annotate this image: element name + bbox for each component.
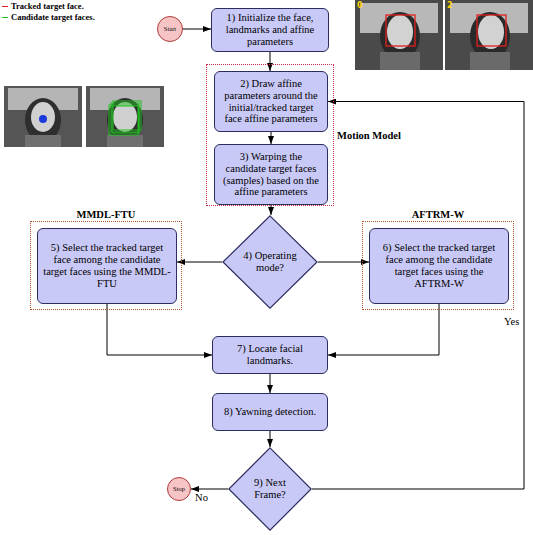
node-text: Stop xyxy=(173,485,185,492)
terminal-circle: Start xyxy=(157,16,183,42)
flow-arrow xyxy=(177,262,222,263)
terminal-circle: Stop xyxy=(167,477,191,501)
legend-row: Candidate target faces. xyxy=(2,12,95,23)
legend-text: Candidate target faces. xyxy=(11,12,95,23)
legend-line-sample xyxy=(2,6,8,8)
decision-diamond: 9) Next Frame? xyxy=(228,447,312,531)
flow-arrow xyxy=(183,29,211,30)
edge-label: No xyxy=(194,492,209,503)
flow-arrow xyxy=(191,489,228,490)
node-text: 3) Warping the candidate target faces (s… xyxy=(219,151,323,198)
edge-label: Yes xyxy=(503,316,520,327)
process-box: 2) Draw affine parameters around the ini… xyxy=(214,71,328,132)
flow-arrow xyxy=(271,205,272,215)
region-label: Motion Model xyxy=(337,130,401,141)
node-text: 7) Locate facial landmarks. xyxy=(217,343,323,367)
legend-line-sample xyxy=(2,17,8,19)
flow-arrow xyxy=(270,374,271,393)
module-region: Motion Model2) Draw affine parameters ar… xyxy=(206,64,334,206)
flow-arrow xyxy=(107,304,212,355)
driver-photo xyxy=(4,86,82,147)
driver-photo xyxy=(355,0,443,70)
flow-arrow xyxy=(328,304,439,355)
node-text: 5) Select the tracked target face among … xyxy=(42,242,172,289)
region-label: AFTRM-W xyxy=(363,209,513,220)
process-box: 3) Warping the candidate target faces (s… xyxy=(214,144,328,205)
frame-number: 0 xyxy=(357,1,363,10)
node-text: 2) Draw affine parameters around the ini… xyxy=(219,78,323,125)
node-text: 8) Yawning detection. xyxy=(224,406,316,418)
legend-row: Tracked target face. xyxy=(2,1,95,12)
module-region: MMDL-FTU5) Select the tracked target fac… xyxy=(30,221,182,310)
flow-arrow xyxy=(270,52,271,71)
process-box: 7) Locate facial landmarks. xyxy=(212,336,328,374)
legend-text: Tracked target face. xyxy=(11,1,84,12)
node-text: 1) Initialize the face, landmarks and af… xyxy=(216,12,324,48)
decision-diamond: 4) Operating mode? xyxy=(222,215,318,309)
process-box: 6) Select the tracked target face among … xyxy=(369,228,509,304)
process-box: 5) Select the tracked target face among … xyxy=(37,228,177,304)
process-box: 1) Initialize the face, landmarks and af… xyxy=(211,8,329,52)
frame-number: 2 xyxy=(447,1,453,10)
node-text: 9) Next Frame? xyxy=(245,477,295,501)
module-region: AFTRM-W6) Select the tracked target face… xyxy=(362,221,514,310)
legend: Tracked target face.Candidate target fac… xyxy=(2,1,95,23)
flow-arrow xyxy=(270,431,271,447)
driver-photo xyxy=(86,86,164,147)
node-text: Start xyxy=(164,25,176,32)
node-text: 6) Select the tracked target face among … xyxy=(374,242,504,289)
node-text: 4) Operating mode? xyxy=(241,250,299,274)
flow-arrow xyxy=(312,102,524,490)
flow-arrow xyxy=(271,132,272,144)
driver-photo xyxy=(445,0,533,70)
process-box: 8) Yawning detection. xyxy=(212,393,328,431)
region-label: MMDL-FTU xyxy=(31,209,181,220)
